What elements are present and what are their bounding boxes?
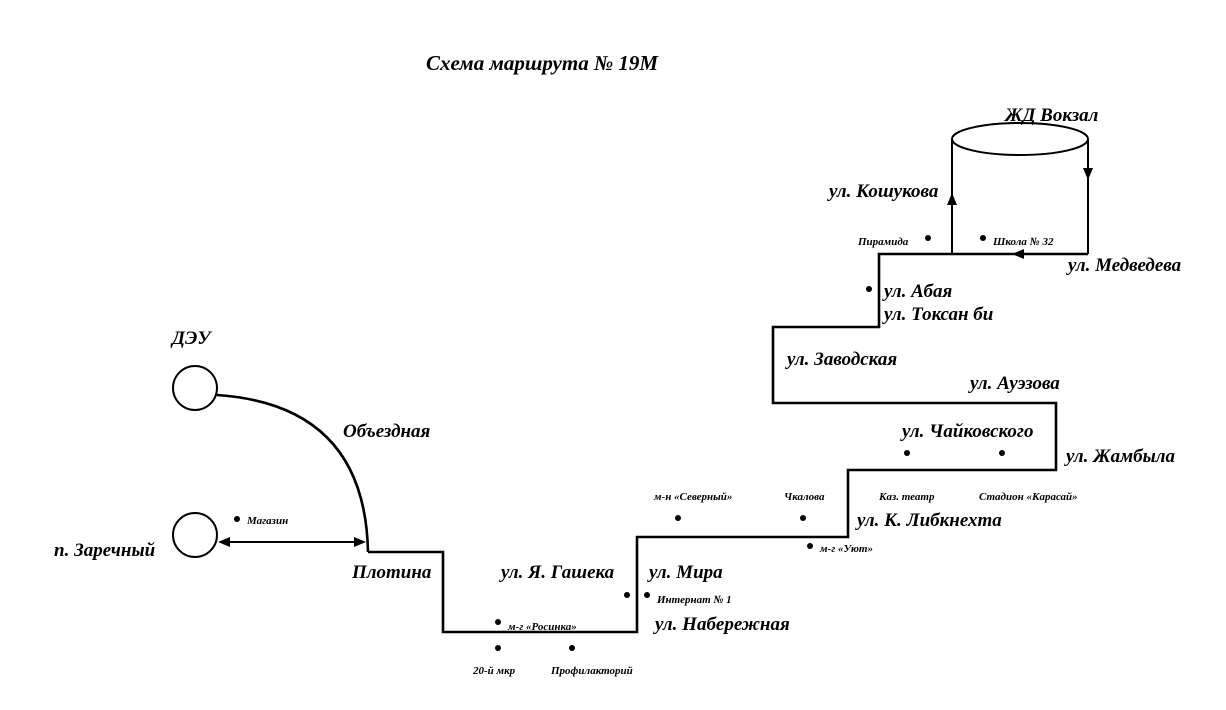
stop-dot bbox=[675, 515, 681, 521]
street-label: ул. Я. Гашека bbox=[499, 562, 615, 583]
stop-dot bbox=[999, 450, 1005, 456]
stop-dot bbox=[234, 516, 240, 522]
stop-label: Школа № 32 bbox=[992, 236, 1054, 248]
street-label: ул. Кошукова bbox=[827, 181, 939, 202]
stop-dot bbox=[980, 235, 986, 241]
street-label: ул. Набережная bbox=[653, 614, 790, 635]
down-arrow-icon bbox=[1083, 168, 1093, 180]
stop-dot bbox=[866, 286, 872, 292]
stop-dot bbox=[495, 645, 501, 651]
street-label: ул. Медведева bbox=[1066, 255, 1182, 276]
street-label: Плотина bbox=[351, 562, 432, 583]
zarechny-terminal-circle bbox=[172, 512, 218, 558]
stop-dot bbox=[644, 592, 650, 598]
deu-label: ДЭУ bbox=[170, 328, 212, 349]
street-label: ул. Абая bbox=[882, 281, 953, 302]
street-label: ул. Жамбыла bbox=[1064, 446, 1176, 467]
stop-label: Каз. театр bbox=[878, 491, 935, 503]
street-label: Объездная bbox=[343, 421, 431, 442]
stop-label: м-г «Уют» bbox=[819, 543, 873, 555]
diagram-title: Схема маршрута № 19М bbox=[426, 51, 659, 75]
street-label: ул. Мира bbox=[647, 562, 723, 583]
right-arrow-icon bbox=[354, 537, 366, 547]
stop-dot bbox=[925, 235, 931, 241]
street-label: ул. К. Либкнехта bbox=[855, 510, 1002, 531]
stop-dot bbox=[495, 619, 501, 625]
stop-label: м-н «Северный» bbox=[653, 491, 732, 503]
vokzal-terminal-ellipse bbox=[951, 122, 1089, 156]
stop-dot bbox=[569, 645, 575, 651]
left-arrow-icon bbox=[1012, 249, 1024, 259]
up-arrow-icon bbox=[947, 193, 957, 205]
street-label: ул. Заводская bbox=[785, 349, 897, 370]
street-label: ул. Чайковского bbox=[900, 421, 1033, 442]
left-arrow-icon bbox=[218, 537, 230, 547]
obezdnaya-route-arc bbox=[216, 393, 370, 553]
main-route-line bbox=[368, 252, 1088, 634]
deu-terminal-circle bbox=[172, 365, 218, 411]
street-label: ул. Токсан би bbox=[882, 304, 993, 325]
stop-dot bbox=[624, 592, 630, 598]
stop-dot bbox=[807, 543, 813, 549]
stop-label: Профилакторий bbox=[550, 665, 633, 677]
stop-dot bbox=[904, 450, 910, 456]
stop-label: Интернат № 1 bbox=[656, 594, 732, 606]
stop-label: Магазин bbox=[246, 515, 288, 527]
stop-label: Пирамида bbox=[857, 236, 909, 248]
vokzal-label: ЖД Вокзал bbox=[1003, 105, 1099, 126]
stop-label: Чкалова bbox=[784, 491, 825, 503]
stop-label: Стадион «Карасай» bbox=[979, 491, 1078, 503]
stop-dot bbox=[800, 515, 806, 521]
zarechny-label: п. Заречный bbox=[54, 540, 155, 561]
stop-label: 20-й мкр bbox=[472, 665, 516, 677]
street-label: ул. Ауэзова bbox=[968, 373, 1060, 394]
stop-label: м-г «Росинка» bbox=[507, 621, 577, 633]
